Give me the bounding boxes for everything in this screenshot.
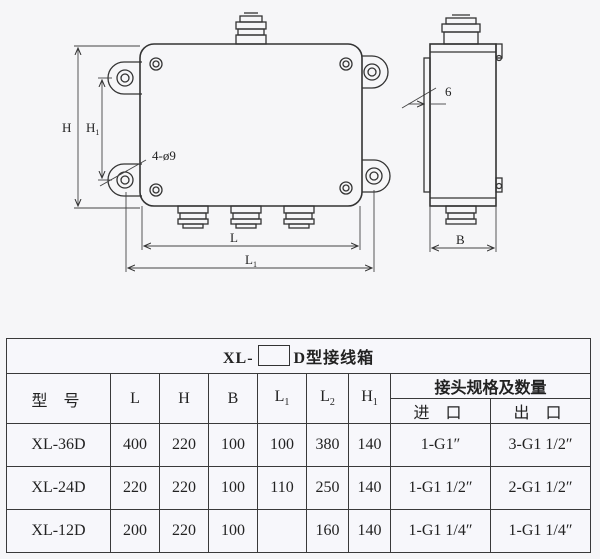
corner-screw — [339, 181, 353, 195]
hole-spec-label: 4-ø9 — [152, 148, 176, 163]
header-inlet: 进 口 — [390, 398, 491, 424]
cell-model: XL-36D — [6, 423, 111, 467]
model-blank-box — [257, 345, 290, 366]
cell-H1: 140 — [348, 423, 391, 467]
cell-B: 100 — [208, 509, 258, 553]
cell-L2: 380 — [306, 423, 349, 467]
technical-drawing: H H1 4-ø9 L L1 6 B — [62, 12, 503, 272]
cell-B: 100 — [208, 466, 258, 510]
cell-L2: 160 — [306, 509, 349, 553]
spec-table: XL-D型接线箱 型 号 L H B L1 L2 H1 接头规格及数量 进 口 … — [5, 338, 592, 553]
cell-L1: 110 — [257, 466, 307, 510]
sub-header-row: 进 口 出 口 — [7, 398, 592, 424]
cell-H1: 140 — [348, 466, 391, 510]
front-view — [107, 12, 391, 229]
header-L1: L1 — [257, 373, 307, 424]
side-view — [423, 14, 503, 225]
cell-H1: 140 — [348, 509, 391, 553]
cell-model: XL-24D — [6, 466, 111, 510]
header-L2: L2 — [306, 373, 349, 424]
cell-B: 100 — [208, 423, 258, 467]
gap-dim-label: 6 — [445, 84, 452, 99]
dim-H1-label: H1 — [86, 120, 99, 137]
dim-H-label: H — [62, 120, 71, 135]
cell-H: 220 — [159, 509, 209, 553]
cell-model: XL-12D — [6, 509, 111, 553]
outlet-gland — [177, 205, 209, 229]
corner-screw — [149, 57, 163, 71]
side-bottom-gland — [445, 205, 477, 225]
cell-inlet: 1-G1″ — [390, 423, 491, 467]
header-row: 型 号 L H B L1 L2 H1 接头规格及数量 — [6, 373, 592, 424]
box-body — [139, 43, 363, 207]
outlet-gland — [230, 205, 262, 229]
cell-L: 220 — [110, 466, 160, 510]
table-title-row: XL-D型接线箱 — [5, 338, 592, 374]
dimension-lines — [74, 45, 437, 272]
outlet-gland — [283, 205, 315, 229]
cell-outlet: 2-G1 1/2″ — [489, 466, 592, 510]
cell-L: 400 — [110, 423, 160, 467]
cell-L2: 250 — [306, 466, 349, 510]
cell-L1 — [257, 509, 307, 553]
table-title: XL-D型接线箱 — [5, 338, 592, 374]
cell-inlet: 1-G1 1/4″ — [390, 509, 491, 553]
side-body — [429, 43, 497, 207]
dim-L-label: L — [230, 230, 238, 245]
header-H: H — [159, 373, 209, 424]
header-L: L — [110, 373, 160, 424]
corner-screw — [149, 183, 163, 197]
table-row: XL-24D 220 220 100 110 250 140 1-G1 1/2″… — [6, 466, 592, 510]
cell-L: 200 — [110, 509, 160, 553]
inlet-gland — [235, 12, 267, 45]
cell-outlet: 1-G1 1/4″ — [489, 509, 592, 553]
table-row: XL-12D 200 220 100 160 140 1-G1 1/4″ 1-G… — [6, 509, 592, 553]
dim-L1-label: L1 — [245, 252, 257, 269]
header-outlet: 出 口 — [489, 398, 592, 424]
mounting-ear-bottom-left — [107, 163, 142, 197]
corner-screw — [339, 57, 353, 71]
cell-H: 220 — [159, 423, 209, 467]
cell-outlet: 3-G1 1/2″ — [489, 423, 592, 467]
table-row: XL-36D 400 220 100 100 380 140 1-G1″ 3-G… — [6, 423, 592, 467]
side-top-gland — [441, 14, 481, 45]
header-connector: 接头规格及数量 — [389, 373, 592, 399]
header-B: B — [208, 373, 258, 424]
mounting-ear-top-right — [362, 55, 389, 89]
cell-L1: 100 — [257, 423, 307, 467]
cell-inlet: 1-G1 1/2″ — [390, 466, 491, 510]
cell-H: 220 — [159, 466, 209, 510]
header-model: 型 号 — [6, 373, 111, 424]
dim-B-label: B — [456, 232, 465, 247]
header-H1: H1 — [348, 373, 391, 424]
mounting-ear-bottom-right — [362, 159, 391, 193]
mounting-ear-top-left — [107, 61, 142, 95]
side-dimension-lines — [408, 104, 497, 252]
